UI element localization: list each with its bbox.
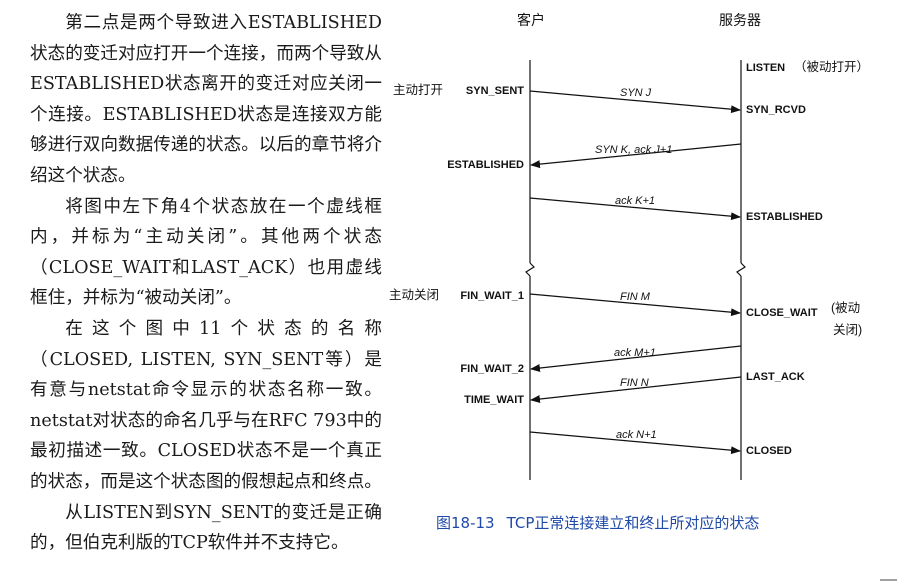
figure-title: TCP正常连接建立和终止所对应的状态 [506, 514, 760, 532]
arrow-fin-n [530, 376, 742, 403]
passive-close-label-line-1: (被动 [831, 301, 860, 315]
server-state-syn-rcvd: SYN_RCVD [746, 104, 806, 116]
server-state-last-ack: LAST_ACK [746, 371, 805, 383]
arrow-ack-n [529, 431, 741, 455]
paragraph-2: 将图中左下角4个状态放在一个虚线框内，并标为“主动关闭”。其他两个状态（CLOS… [30, 196, 382, 309]
active-close-label: 主动关闭 [389, 288, 439, 302]
server-state-listen: LISTEN [746, 62, 785, 74]
segment-ack-m: ack M+1 [614, 347, 656, 359]
segment-ack-k: ack K+1 [615, 195, 655, 207]
segment-syn-k-ack: SYN K, ack J+1 [595, 144, 672, 156]
segment-fin-m: FIN M [620, 291, 651, 303]
arrow-ack-m [530, 345, 742, 372]
arrow-syn-k-ack [530, 143, 742, 169]
passive-open-label: （被动打开） [794, 60, 869, 74]
server-state-closed: CLOSED [746, 445, 792, 457]
server-header: 服务器 [719, 12, 761, 28]
figure-caption: 图18-13 TCP正常连接建立和终止所对应的状态 [436, 512, 759, 533]
arrow-fin-m [529, 293, 741, 317]
segment-syn-j: SYN J [620, 87, 652, 99]
active-open-label: 主动打开 [393, 83, 443, 97]
passive-close-label-line-2: 关闭) [833, 323, 862, 337]
client-header: 客户 [517, 12, 545, 28]
server-state-established: ESTABLISHED [746, 211, 823, 223]
server-state-close-wait: CLOSE_WAIT [746, 307, 818, 319]
paragraph-1: 第二点是两个导致进入ESTABLISHED状态的变迁对应打开一个连接，而两个导致… [30, 13, 382, 186]
figure-number: 图18-13 [436, 514, 495, 532]
paragraph-3: 在这个图中11个状态的名称（CLOSED, LISTEN, SYN_SENT等）… [30, 318, 382, 492]
segment-fin-n: FIN N [620, 377, 649, 389]
client-timeline-break [525, 262, 535, 277]
body-text: 第二点是两个导致进入ESTABLISHED状态的变迁对应打开一个连接，而两个导致… [30, 8, 382, 559]
server-timeline-break [736, 262, 746, 277]
arrow-syn-j [529, 90, 741, 114]
arrow-ack-k [529, 197, 741, 221]
client-state-time-wait: TIME_WAIT [464, 394, 524, 406]
paragraph-4: 从LISTEN到SYN_SENT的变迁是正确的，但伯克利版的TCP软件并不支持它… [30, 502, 382, 554]
client-state-syn-sent: SYN_SENT [466, 85, 524, 97]
client-state-fin-wait-2: FIN_WAIT_2 [460, 363, 524, 375]
segment-ack-n: ack N+1 [616, 429, 657, 441]
client-state-fin-wait-1: FIN_WAIT_1 [460, 290, 524, 302]
client-state-established: ESTABLISHED [447, 159, 524, 171]
